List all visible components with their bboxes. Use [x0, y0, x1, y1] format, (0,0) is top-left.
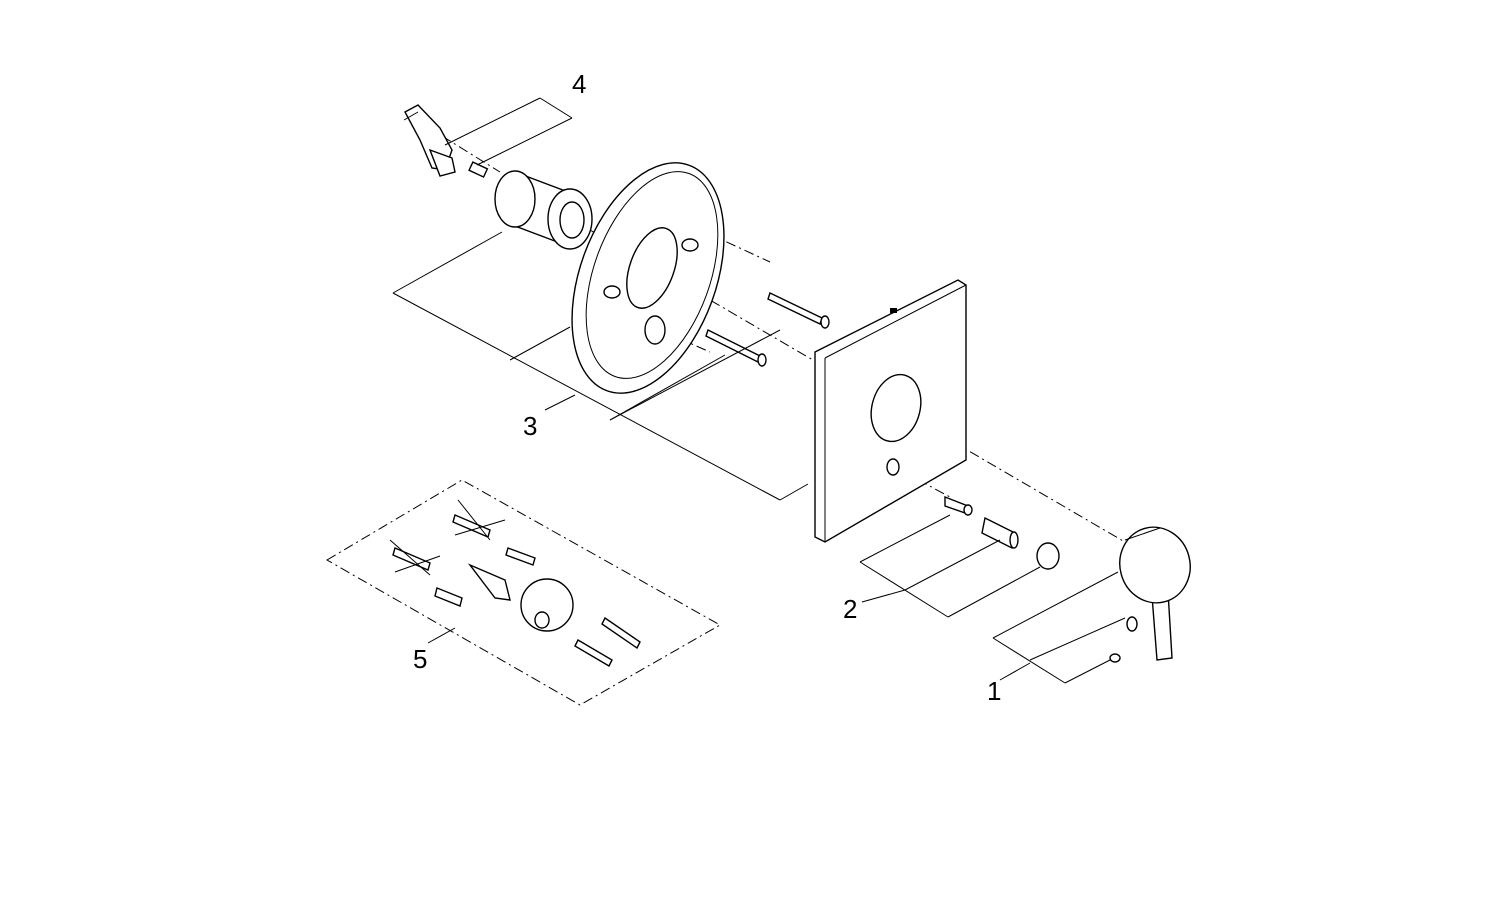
- callout-3: 3: [523, 411, 537, 441]
- callout-5-leader: [427, 627, 456, 644]
- part-1-lever-handle[interactable]: [1109, 519, 1199, 663]
- callout-2-leader: [859, 514, 1041, 618]
- callout-4: 4: [572, 69, 586, 99]
- callout-4-leader: [444, 97, 573, 166]
- callout-2: 2: [843, 594, 857, 624]
- callout-1: 1: [987, 676, 1001, 706]
- square-cover-plate[interactable]: [814, 279, 967, 543]
- part-4-diverter-cartridge[interactable]: [403, 104, 489, 178]
- part-3-screws[interactable]: [705, 292, 830, 367]
- callout-5: 5: [413, 644, 427, 674]
- part-3-mounting-plate[interactable]: [543, 142, 753, 414]
- part-3-sleeve[interactable]: [494, 170, 593, 250]
- callout-3-leader: [392, 231, 809, 501]
- part-5-kit[interactable]: [326, 479, 722, 706]
- crossed-out-cartridge: [389, 499, 506, 576]
- part-2-extension-set[interactable]: [944, 495, 1060, 570]
- callout-1-leader: [992, 571, 1126, 684]
